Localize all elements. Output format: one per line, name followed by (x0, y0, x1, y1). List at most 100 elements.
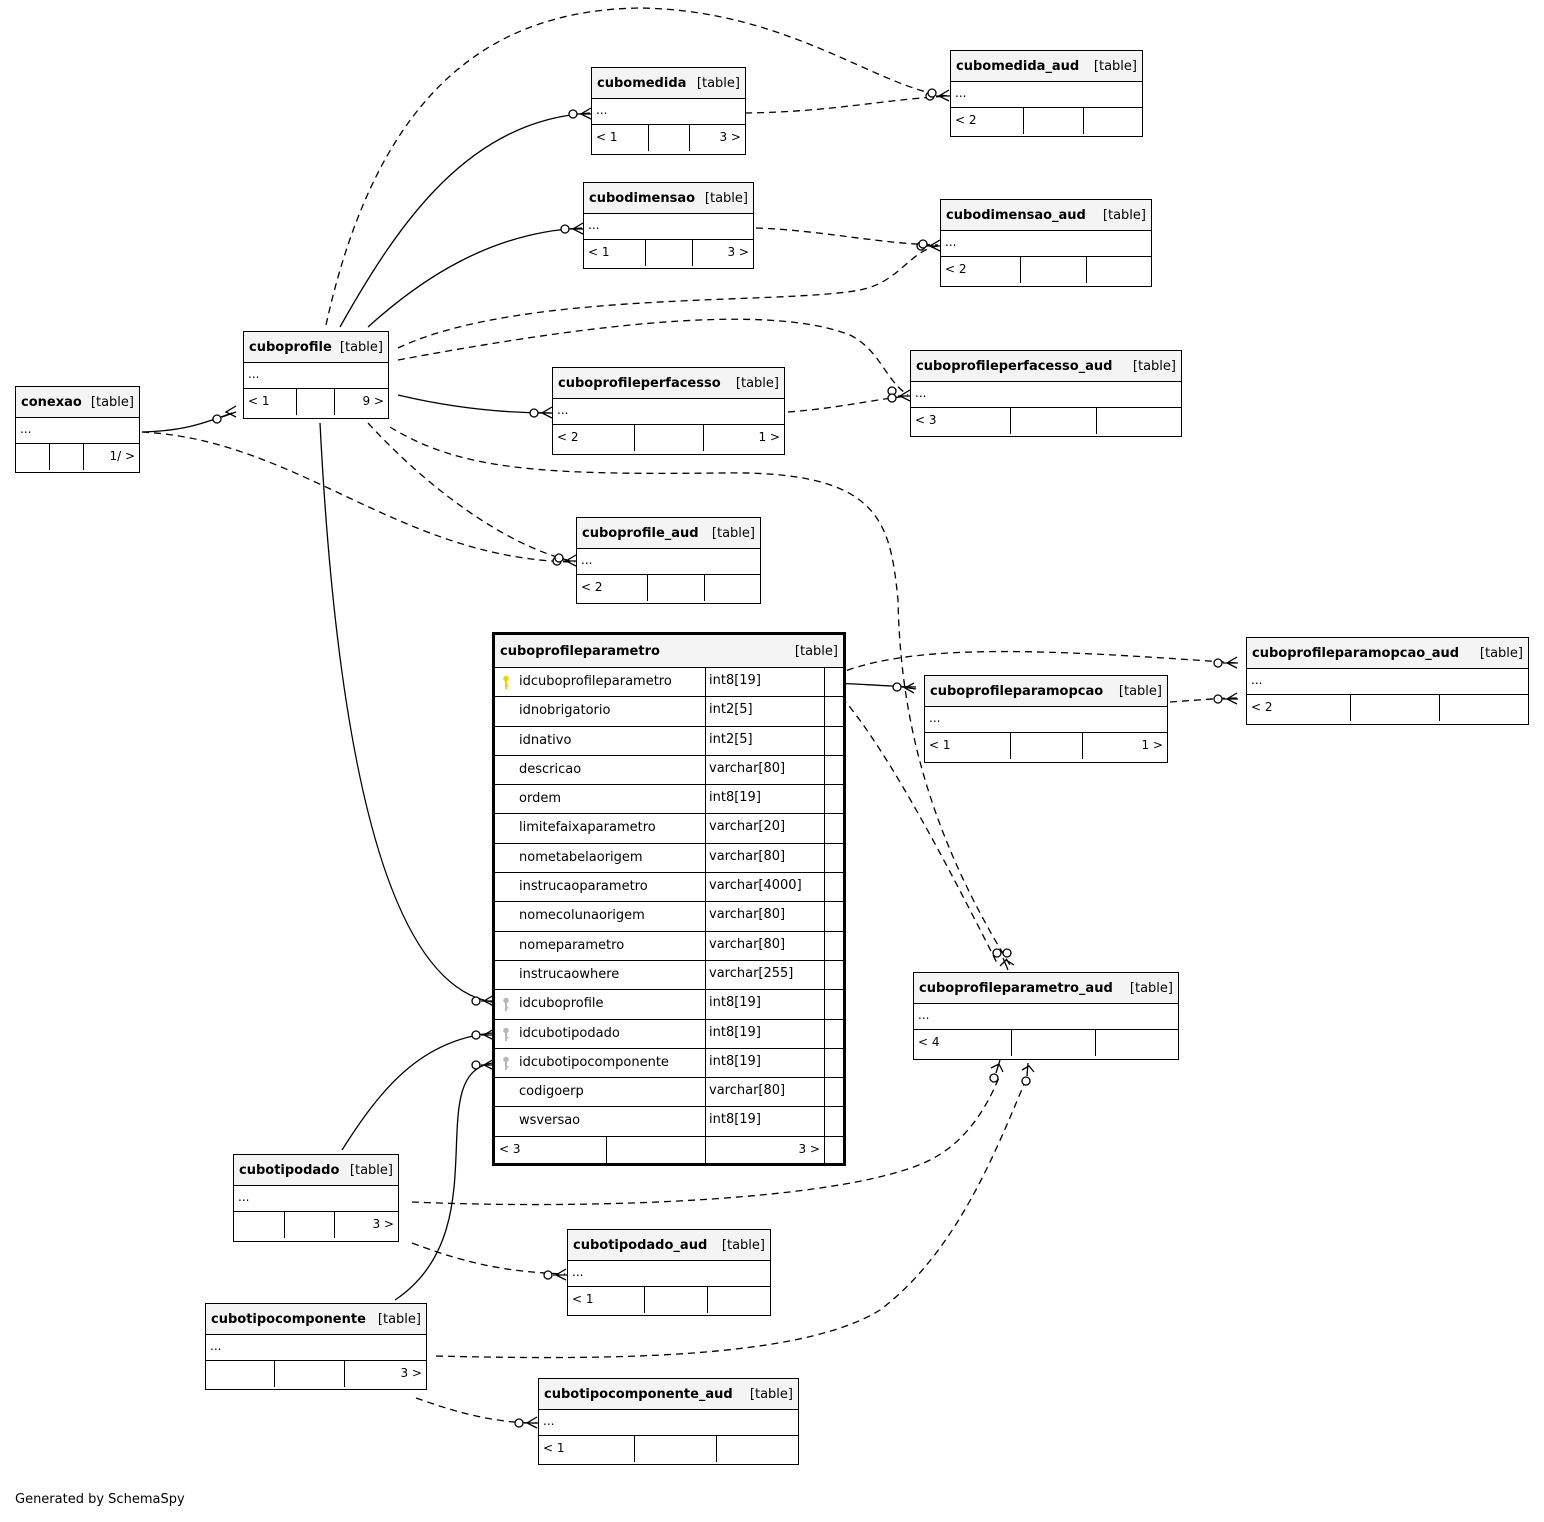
footer-parents (206, 1361, 275, 1387)
footer-parents: < 3 (495, 1136, 607, 1164)
table-cubotipocomponente[interactable]: cubotipocomponente[table] ... 3 > (205, 1303, 427, 1390)
column-type: int8[19] (706, 1019, 825, 1048)
column-type: int8[19] (706, 785, 825, 814)
table-cubomedida-aud[interactable]: cubomedida_aud[table] ... < 2 (950, 50, 1143, 137)
column-name-text: nometabelaorigem (519, 849, 643, 865)
table-tag: [table] (704, 190, 748, 206)
table-cuboprofile[interactable]: cuboprofile[table] ... < 1 9 > (243, 331, 389, 419)
footer-children (705, 575, 760, 601)
footer-mid (645, 1287, 708, 1313)
table-cubotipocomponente-aud[interactable]: cubotipocomponente_aud[table] ... < 1 (538, 1378, 799, 1465)
column-extra (825, 697, 843, 725)
table-body: ... (925, 707, 1167, 733)
table-name: cubodimensao (589, 190, 696, 206)
column-extra (825, 727, 843, 755)
table-tag: [table] (696, 75, 740, 91)
table-name: cuboprofileperfacesso (558, 375, 721, 391)
ep-parametro-aud-4 (1021, 1076, 1031, 1086)
column-name-text: wsversao (519, 1113, 581, 1129)
footer-mid (1024, 108, 1084, 134)
ep-cubotipodado-aud (543, 1270, 553, 1280)
table-cuboprofileperfacesso[interactable]: cuboprofileperfacesso[table] ... < 2 1 > (552, 367, 785, 455)
edge-cuboprofile-parametro (319, 422, 493, 1003)
footer-parents: < 1 (584, 240, 646, 266)
column-name: wsversao (495, 1107, 706, 1136)
footer-parents: < 3 (911, 408, 1011, 434)
table-cuboprofileparametro[interactable]: cuboprofileparametro[table] idcuboprofil… (492, 632, 846, 1166)
column-type: int2[5] (706, 726, 825, 755)
table-conexao[interactable]: conexao[table] ... 1/ > (15, 386, 140, 473)
table-name: cuboprofileparamopcao_aud (1252, 645, 1460, 661)
ep-cubotipocomponente-aud (514, 1418, 524, 1428)
footer-mid (648, 575, 705, 601)
footer-children (1087, 257, 1151, 283)
footer-parents: < 1 (244, 389, 297, 415)
footer-children: 3 > (372, 1217, 394, 1231)
footer-children: 3 > (706, 1136, 825, 1164)
footer-children: 3 > (727, 245, 749, 259)
table-footer: < 1 (568, 1287, 770, 1313)
footer-children (1097, 408, 1181, 434)
edge-cuboprofile-cubomedida-aud (325, 7, 949, 326)
table-cuboprofile-aud[interactable]: cuboprofile_aud[table] ... < 2 (576, 517, 761, 604)
table-cuboprofileparamopcao[interactable]: cuboprofileparamopcao[table] ... < 1 1 > (924, 675, 1168, 763)
table-name: cuboprofileperfacesso_aud (916, 358, 1113, 374)
table-header: cubotipocomponente[table] (206, 1304, 426, 1335)
table-cuboprofileparametro-aud[interactable]: cuboprofileparametro_aud[table] ... < 4 (913, 972, 1179, 1060)
edge-cuboprofile-perfacesso-aud (397, 318, 909, 396)
generated-by-note: Generated by SchemaSpy (15, 1492, 185, 1507)
table-body: ... (244, 363, 388, 389)
table-header: cubomedida_aud[table] (951, 51, 1142, 82)
table-header: cubotipocomponente_aud[table] (539, 1379, 798, 1410)
table-body: ... (577, 549, 760, 575)
footer-parents: < 4 (914, 1030, 1012, 1056)
table-cubodimensao-aud[interactable]: cubodimensao_aud[table] ... < 2 (940, 199, 1152, 287)
table-footer: < 2 (577, 575, 760, 601)
table-name: cubomedida (597, 75, 687, 91)
ep-cuboprofile-aud-2 (554, 553, 564, 563)
table-cubodimensao[interactable]: cubodimensao[table] ... < 1 3 > (583, 182, 754, 269)
table-cuboprofileperfacesso-aud[interactable]: cuboprofileperfacesso_aud[table] ... < 3 (910, 350, 1182, 437)
table-body: ... (914, 1004, 1178, 1030)
column-name: instrucaowhere (495, 960, 706, 990)
column-extra (825, 814, 843, 842)
ep-parametro-aud-2 (1002, 948, 1012, 958)
column-name: idnativo (495, 726, 706, 755)
table-cubotipodado[interactable]: cubotipodado[table] ... 3 > (233, 1154, 399, 1242)
table-footer: < 1 3 > (584, 240, 753, 266)
table-tag: [table] (90, 394, 134, 410)
ep-perfacesso (529, 408, 539, 418)
footer-mid (646, 240, 693, 266)
column-name: limitefaixaparametro (495, 814, 706, 843)
table-cuboprofileparamopcao-aud[interactable]: cuboprofileparamopcao_aud[table] ... < 2 (1246, 637, 1529, 725)
table-cubotipodado-aud[interactable]: cubotipodado_aud[table] ... < 1 (567, 1229, 771, 1316)
column-type: int8[19] (706, 1048, 825, 1078)
footer-parents: < 1 (592, 125, 649, 151)
edge-cuboprofile-cubomedida (339, 112, 591, 328)
table-cubomedida[interactable]: cubomedida[table] ... < 1 3 > (591, 67, 746, 155)
footer-children (1096, 1030, 1178, 1056)
edge-cubodimensao-cubodimensao-aud (755, 227, 939, 246)
footer-parents: < 2 (577, 575, 648, 601)
column-name-text: instrucaoparametro (519, 879, 648, 895)
ep-parametro-aud-3 (989, 1073, 999, 1083)
footer-children (717, 1436, 798, 1462)
table-body: ... (951, 82, 1142, 108)
table-name: cuboprofile_aud (582, 525, 699, 541)
